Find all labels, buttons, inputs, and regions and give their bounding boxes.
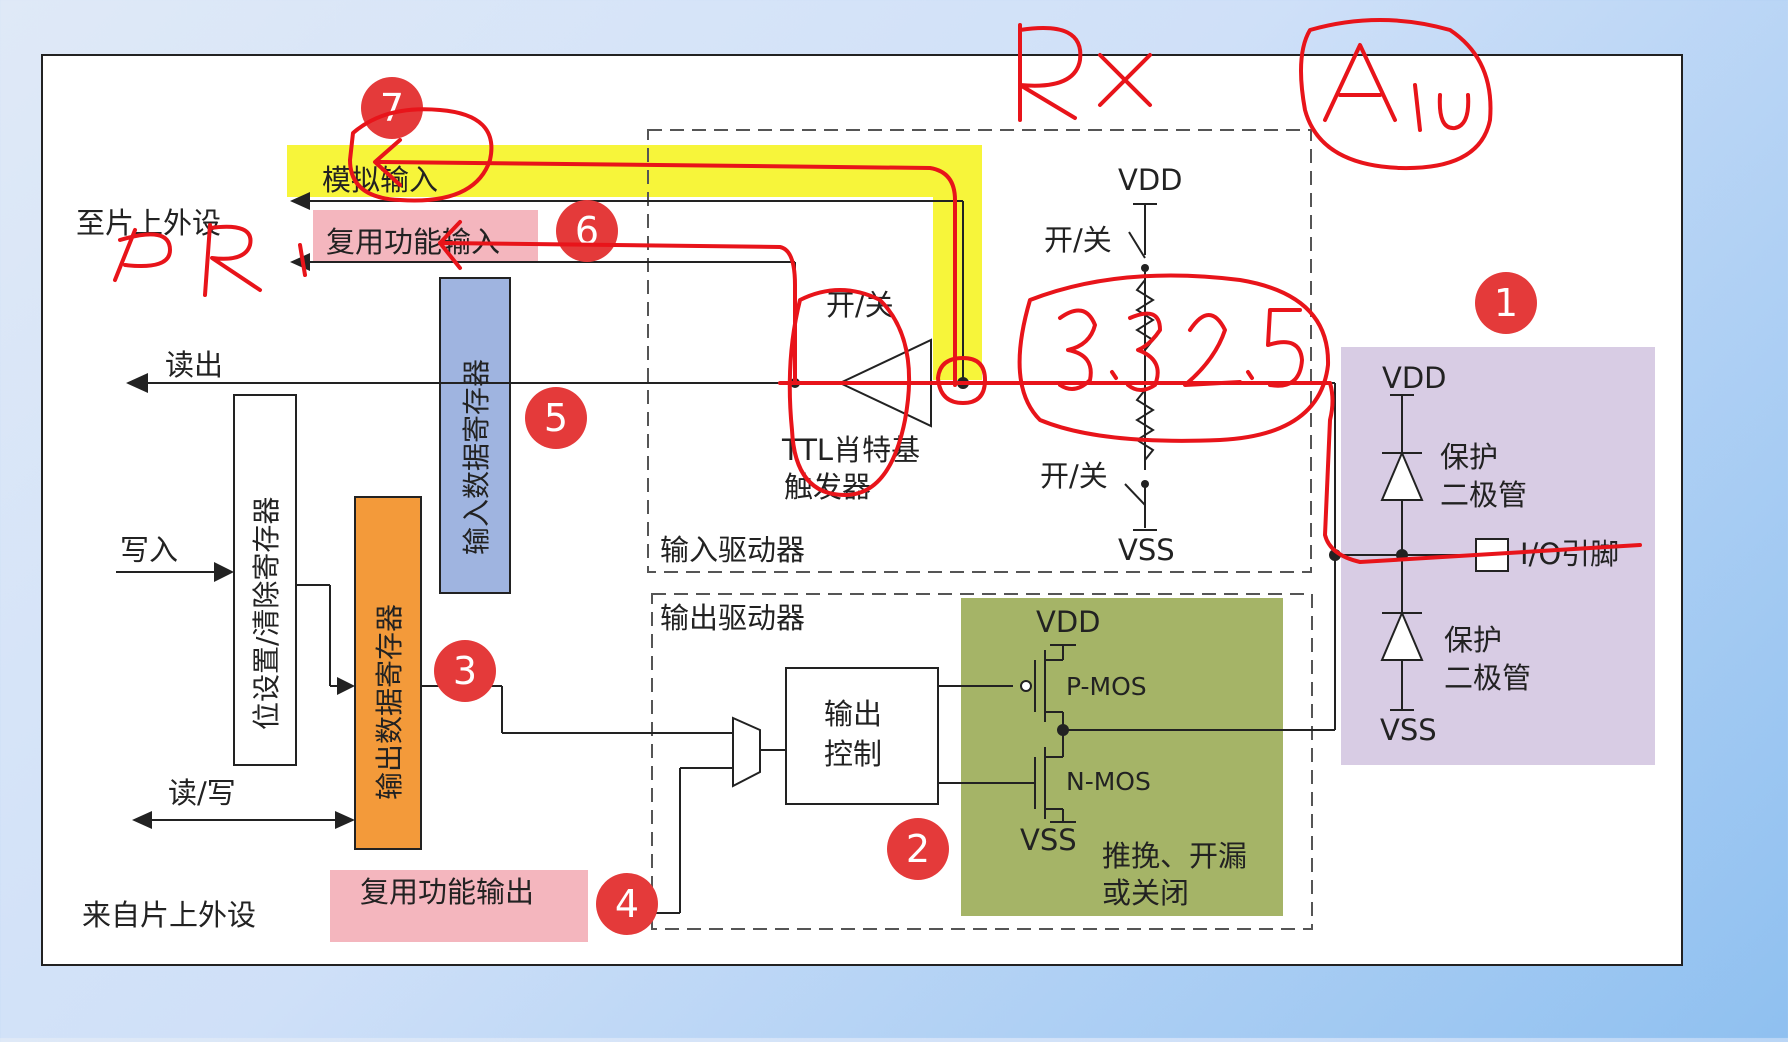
marker-7: 7 bbox=[361, 77, 423, 139]
protection-diodes bbox=[1380, 394, 1424, 711]
marker-2: 2 bbox=[887, 818, 949, 880]
mode-line2-label: 或关闭 bbox=[1102, 876, 1189, 910]
mode-line1-label: 推挽、开漏 bbox=[1102, 839, 1247, 873]
ink-3b-digit bbox=[1126, 311, 1162, 392]
write-in-label: 写入 bbox=[120, 533, 178, 567]
ink-x-letter bbox=[1098, 53, 1152, 107]
alt-output-highlight bbox=[330, 870, 588, 942]
output-driver-frame bbox=[651, 593, 1313, 930]
pulldown-resistor bbox=[1135, 389, 1155, 461]
switch-bottom bbox=[1124, 483, 1146, 506]
from-peripheral-label: 来自片上外设 bbox=[82, 898, 256, 932]
nmos-label: N-MOS bbox=[1066, 767, 1151, 796]
mos-transistors bbox=[1034, 644, 1076, 823]
ink-main-route bbox=[778, 381, 1642, 564]
output-data-register bbox=[354, 496, 422, 850]
protect-b-line2: 二极管 bbox=[1444, 661, 1531, 695]
marker-4: 4 bbox=[596, 873, 658, 935]
protect-a-line2: 二极管 bbox=[1440, 478, 1527, 512]
marker-5: 5 bbox=[525, 387, 587, 449]
read-write-label: 读/写 bbox=[168, 776, 236, 810]
arrow-bsrr-to-odr bbox=[337, 677, 355, 695]
analog-input-highlight bbox=[287, 145, 982, 197]
ink-analog-arrow bbox=[373, 138, 402, 187]
svg-text:3: 3 bbox=[453, 649, 477, 693]
vdd-top-label: VDD bbox=[1118, 163, 1183, 197]
ink-2-digit bbox=[1183, 313, 1242, 387]
svg-text:1: 1 bbox=[1494, 281, 1518, 325]
marker-1: 1 bbox=[1475, 272, 1537, 334]
ink-1b-letter bbox=[298, 243, 307, 277]
analog-input-highlight-vertical bbox=[933, 145, 982, 380]
arrow-rw-right bbox=[335, 811, 355, 829]
protect-a-line1: 保护 bbox=[1440, 440, 1498, 474]
arrow-read-out bbox=[126, 373, 148, 393]
alt-input-highlight bbox=[313, 210, 538, 262]
ink-voltage-circle bbox=[1017, 273, 1331, 443]
ink-a-letter bbox=[1323, 43, 1397, 122]
input-data-register-label: 输入数据寄存器 bbox=[460, 359, 493, 555]
svg-text:7: 7 bbox=[380, 86, 404, 130]
pmos-label: P-MOS bbox=[1066, 672, 1147, 701]
switch-node-bottom bbox=[1141, 480, 1149, 488]
ink-0-letter bbox=[1437, 93, 1471, 131]
io-pin-label: I/O引脚 bbox=[1520, 537, 1619, 571]
vdd-mos-label: VDD bbox=[1036, 605, 1101, 639]
ink-r2-letter bbox=[203, 223, 262, 297]
arrow-write-in bbox=[214, 562, 234, 582]
input-data-register bbox=[439, 277, 511, 594]
alt-func-output-label: 复用功能输出 bbox=[360, 875, 534, 909]
ttl-line2-label: 触发器 bbox=[784, 470, 871, 504]
ink-3-digit bbox=[1058, 308, 1097, 391]
handwritten-annotations bbox=[113, 18, 1642, 564]
ink-analog-route bbox=[376, 160, 957, 387]
vss-right-label: VSS bbox=[1380, 713, 1437, 747]
output-mux bbox=[732, 716, 761, 788]
output-control-box bbox=[785, 667, 939, 805]
ink-alt-route bbox=[438, 241, 797, 385]
vss-mos-label: VSS bbox=[1020, 823, 1077, 857]
ink-p-letter bbox=[113, 228, 172, 282]
pmos-gate-bubble bbox=[1020, 680, 1032, 692]
protect-b-line1: 保护 bbox=[1444, 623, 1502, 657]
ink-node-circle bbox=[936, 356, 987, 405]
output-ctrl-line1: 输出 bbox=[824, 697, 882, 731]
marker-3: 3 bbox=[434, 640, 496, 702]
switch-node-top bbox=[1141, 264, 1149, 272]
output-ctrl-line2: 控制 bbox=[824, 737, 882, 771]
svg-text:4: 4 bbox=[615, 882, 639, 926]
ink-5-digit bbox=[1266, 308, 1304, 388]
on-off-pullup-label: 开/关 bbox=[1044, 223, 1112, 257]
mos-block bbox=[961, 598, 1283, 916]
ink-alt-arrow bbox=[438, 220, 462, 270]
output-driver-label: 输出驱动器 bbox=[660, 601, 805, 635]
bsrr-register-label: 位设置/清除寄存器 bbox=[250, 497, 283, 730]
input-driver-label: 输入驱动器 bbox=[660, 533, 805, 567]
ink-trigger-circle bbox=[787, 288, 912, 497]
vss-mid-label: VSS bbox=[1118, 533, 1175, 567]
bsrr-register bbox=[233, 394, 297, 766]
arrow-rw-left bbox=[132, 811, 152, 829]
svg-text:2: 2 bbox=[906, 827, 930, 871]
ink-analog-loop bbox=[348, 107, 494, 203]
switch-top bbox=[1128, 231, 1146, 259]
ink-a10-circle bbox=[1299, 18, 1493, 171]
on-off-pulldown-label: 开/关 bbox=[1040, 459, 1108, 493]
output-data-register-label: 输出数据寄存器 bbox=[373, 604, 406, 800]
marker-6: 6 bbox=[556, 200, 618, 262]
ink-dot-b bbox=[1246, 370, 1254, 380]
svg-text:5: 5 bbox=[544, 396, 568, 440]
ink-r-letter bbox=[1018, 23, 1083, 122]
ink-dot-a bbox=[1110, 370, 1118, 380]
read-out-label: 读出 bbox=[165, 348, 223, 382]
ink-1-letter bbox=[1413, 83, 1422, 132]
input-driver-frame bbox=[647, 129, 1312, 573]
vdd-right-label: VDD bbox=[1382, 361, 1447, 395]
arrow-analog-out bbox=[290, 192, 310, 210]
